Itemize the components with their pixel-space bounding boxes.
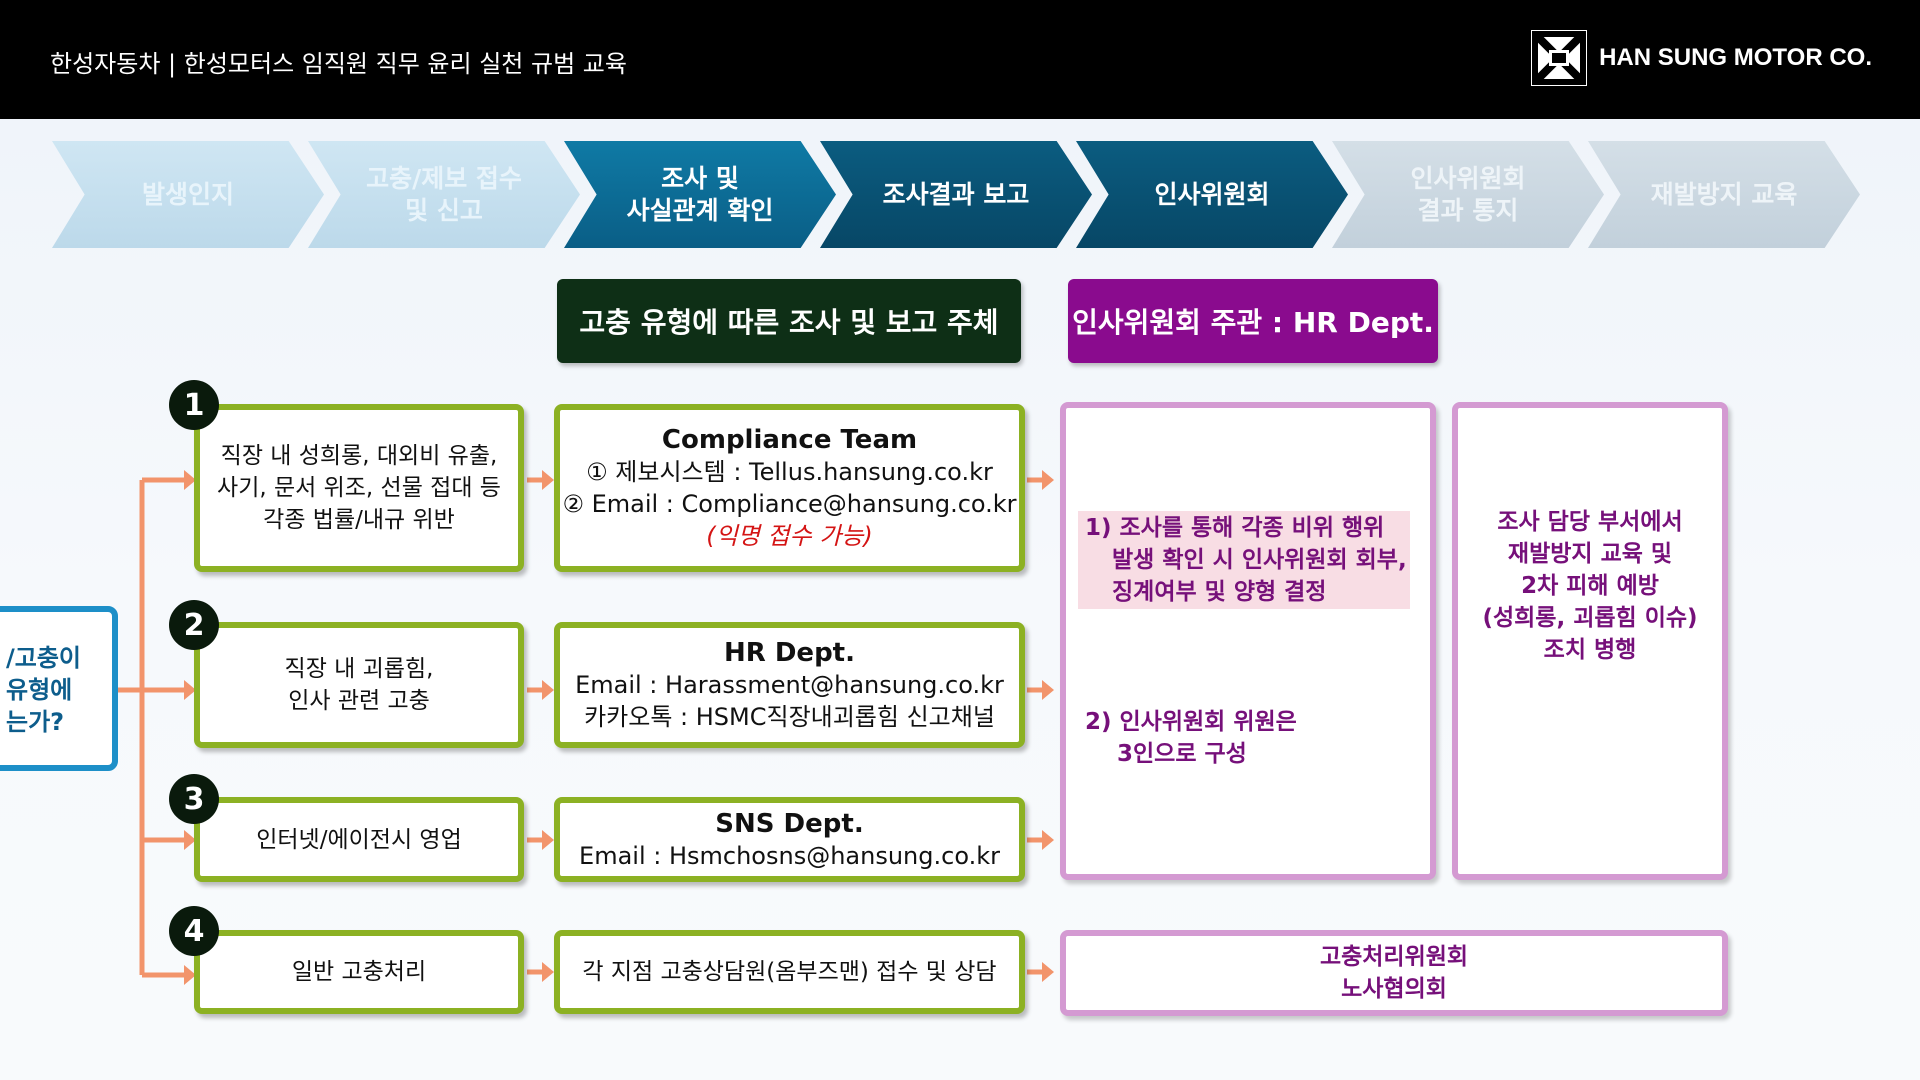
prevention-line: 2차 피해 예방 [1521,573,1659,599]
owner-title: Compliance Team [661,425,918,455]
investigation-header: 고충 유형에 따른 조사 및 보고 주체 [557,279,1021,363]
prevention-line: 재발방지 교육 및 [1507,541,1673,567]
owner-line: Email : Harassment@hansung.co.kr [575,671,1004,699]
row-number-badge: 4 [169,906,219,956]
step-label: 재발방지 교육 [1650,179,1798,209]
process-step-4: 조사결과 보고 [820,141,1092,248]
brand: HAN SUNG MOTOR CO. [1531,30,1872,86]
owner-line: ① 제보시스템 : Tellus.hansung.co.kr [586,458,993,486]
point-line: 징계여부 및 양형 결정 [1112,579,1327,605]
point-line: 1) 조사를 통해 각종 비위 행위 [1085,515,1385,541]
owner-box-1: Compliance Team ① 제보시스템 : Tellus.hansung… [554,404,1025,572]
brand-name: HAN SUNG MOTOR CO. [1599,44,1872,71]
committee-point-1: 1) 조사를 통해 각종 비위 행위 발생 확인 시 인사위원회 회부, 징계여… [1085,512,1407,608]
step-label: 조사결과 보고 [882,179,1030,209]
type-line: 인터넷/에이전시 영업 [256,826,462,853]
grievance-committee-box: 고충처리위원회 노사협의회 [1060,930,1728,1016]
process-step-7: 재발방지 교육 [1588,141,1860,248]
process-step-5: 인사위원회 [1076,141,1348,248]
anonymous-note: (익명 접수 가능) [706,522,873,550]
row-number-badge: 2 [169,600,219,650]
grievance-committee-line: 노사협의회 [1341,976,1447,1002]
owner-line: 카카오톡 : HSMC직장내괴롭힘 신고채널 [584,703,995,731]
owner-line: Email : Hsmchosns@hansung.co.kr [579,841,1000,870]
left-box-line: 는가? [6,708,65,736]
owner-line: ② Email : Compliance@hansung.co.kr [562,490,1017,518]
owner-box-4: 각 지점 고충상담원(옴부즈맨) 접수 및 상담 [554,930,1025,1014]
owner-line: 각 지점 고충상담원(옴부즈맨) 접수 및 상담 [582,959,997,985]
prevention-line: (성희롱, 괴롭힘 이슈) [1482,605,1698,631]
prevention-box: 조사 담당 부서에서 재발방지 교육 및 2차 피해 예방 (성희롱, 괴롭힘 … [1452,402,1728,880]
top-bar: 한성자동차 | 한성모터스 임직원 직무 윤리 실천 규범 교육 HAN SUN… [0,0,1920,119]
point-line: 발생 확인 시 인사위원회 회부, [1112,547,1407,573]
grievance-type-box-1: 직장 내 성희롱, 대외비 유출, 사기, 문서 위조, 선물 접대 등 각종 … [194,404,524,572]
type-line: 인사 관련 고충 [288,688,430,714]
presentation-title: 한성자동차 | 한성모터스 임직원 직무 윤리 실천 규범 교육 [50,50,627,78]
committee-point-2: 2) 인사위원회 위원은 3인으로 구성 [1085,706,1297,770]
owner-box-3: SNS Dept. Email : Hsmchosns@hansung.co.k… [554,797,1025,882]
point-line: 3인으로 구성 [1117,741,1247,767]
owner-title: HR Dept. [724,638,855,668]
committee-header: 인사위원회 주관 : HR Dept. [1068,279,1438,363]
left-box-line: 유형에 [6,676,73,704]
owner-title: SNS Dept. [715,808,864,839]
type-line: 각종 법률/내규 위반 [263,507,455,533]
type-line: 일반 고충처리 [291,959,427,985]
grievance-type-box-3: 인터넷/에이전시 영업 [194,797,524,882]
grievance-type-box-2: 직장 내 괴롭힘, 인사 관련 고충 [194,622,524,748]
grievance-committee-line: 고충처리위원회 [1319,944,1469,970]
point-line: 2) 인사위원회 위원은 [1085,709,1297,735]
type-line: 직장 내 괴롭힘, [284,656,434,682]
owner-box-2: HR Dept. Email : Harassment@hansung.co.k… [554,622,1025,748]
type-line: 사기, 문서 위조, 선물 접대 등 [217,475,501,501]
hansung-logo-icon [1531,30,1588,86]
row-number-badge: 3 [169,774,219,824]
prevention-line: 조사 담당 부서에서 [1497,509,1683,535]
step-label: 인사위원회 [1154,179,1270,209]
left-question-box: /고충이 유형에 는가? [0,606,118,771]
left-box-line: /고충이 [6,644,82,672]
highlight-band [1078,511,1410,609]
process-step-1: 발생인지 [52,141,324,248]
grievance-type-box-4: 일반 고충처리 [194,930,524,1014]
committee-box [1060,402,1436,880]
type-line: 직장 내 성희롱, 대외비 유출, [220,443,498,469]
row-number-badge: 1 [169,380,219,430]
prevention-line: 조치 병행 [1543,637,1637,663]
step-label: 발생인지 [141,179,234,209]
